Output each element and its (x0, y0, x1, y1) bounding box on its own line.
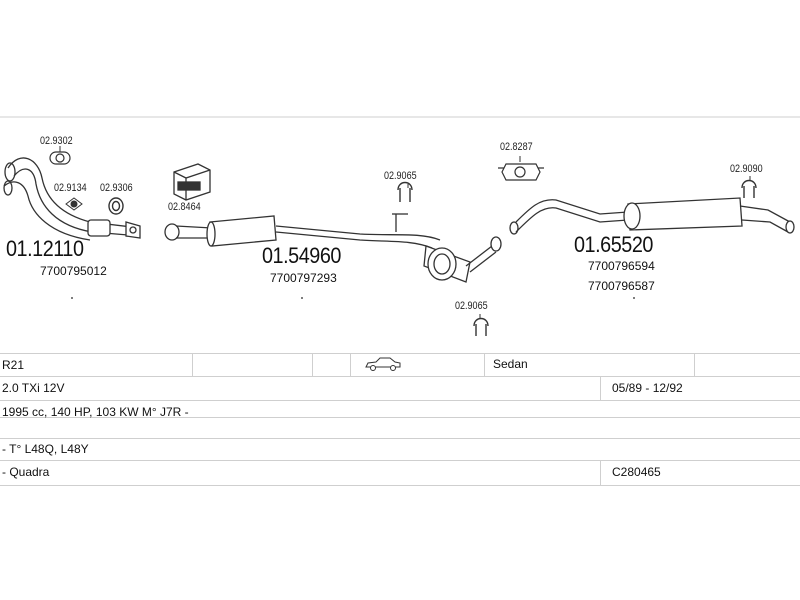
part-number-rear: 01.65520 (574, 232, 653, 257)
ref-hanger-rear: 02.9090 (730, 163, 763, 175)
clamp-a-drawing (49, 151, 71, 165)
middle-pipe-drawing (164, 213, 502, 283)
sedan-car-icon (364, 356, 402, 377)
gasket-b-drawing (65, 197, 83, 211)
variant: - Quadra (2, 465, 50, 479)
ref-ring-c: 02.9306 (100, 182, 133, 194)
ref-hanger-low: 02.9065 (455, 300, 488, 312)
ref-hanger-mid: 02.9065 (384, 170, 417, 182)
ref-bracket-kit: 02.8287 (500, 141, 533, 153)
catalog-code: C280465 (612, 465, 661, 479)
oem-number-front: 7700795012 (40, 264, 107, 278)
ref-gasket-b: 02.9134 (54, 182, 87, 194)
type-codes: - T° L48Q, L48Y (2, 442, 89, 456)
hanger-low-drawing (473, 317, 489, 336)
mount-kit-drawing (173, 163, 211, 201)
part-number-middle: 01.54960 (262, 243, 341, 268)
oem-number-rear-2: 7700796587 (588, 279, 655, 293)
engine-version: 2.0 TXi 12V (2, 381, 65, 395)
oem-number-middle: 7700797293 (270, 271, 337, 285)
bracket-kit-drawing (498, 163, 544, 181)
rear-pipe-drawing (509, 197, 795, 235)
ring-c-drawing (108, 197, 124, 215)
model-name: R21 (2, 358, 25, 372)
leader-lines (59, 146, 751, 318)
ref-mount-kit: 02.8464 (168, 201, 201, 213)
front-pipe-drawing (3, 157, 141, 241)
production-dates: 05/89 - 12/92 (612, 381, 683, 395)
part-number-front: 01.12110 (6, 236, 84, 261)
body-type: Sedan (493, 357, 528, 371)
hanger-mid-drawing (397, 181, 413, 202)
dot-marks (71, 297, 635, 299)
engine-spec: 1995 cc, 140 HP, 103 KW M° J7R - (2, 405, 189, 419)
ref-clamp-a: 02.9302 (40, 135, 73, 147)
oem-number-rear-1: 7700796594 (588, 259, 655, 273)
hanger-rear-drawing (741, 179, 757, 198)
